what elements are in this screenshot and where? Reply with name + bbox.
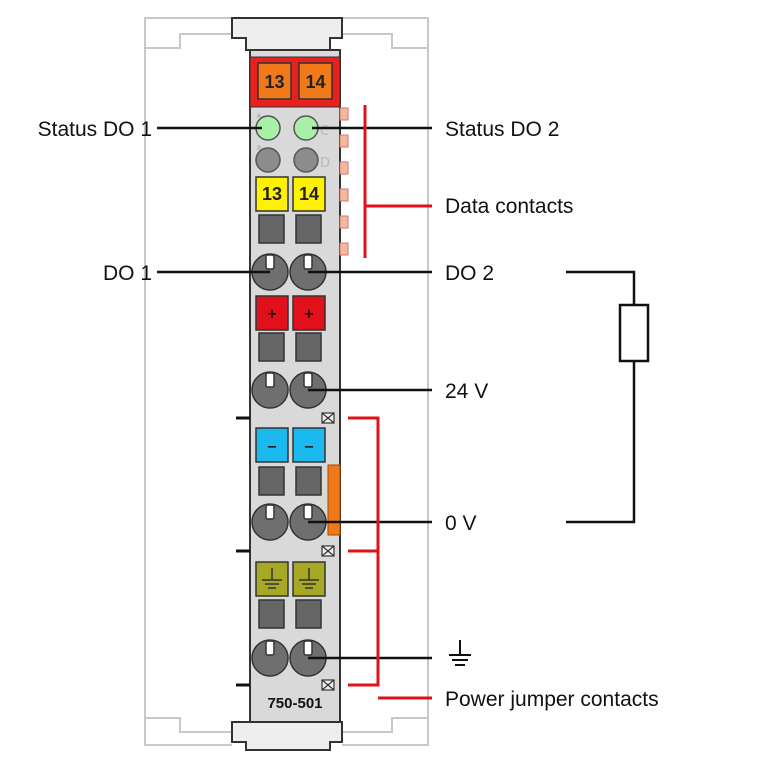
led-off-1 — [255, 147, 281, 173]
marker-13-yellow — [255, 176, 289, 212]
leader-lines — [157, 126, 432, 660]
red-brackets — [348, 105, 432, 700]
power-jumper-strip — [327, 464, 341, 536]
ground-symbol-icon — [262, 568, 319, 589]
minus-sign-2: − — [304, 440, 315, 455]
label-data-contacts: Data contacts — [445, 195, 573, 218]
terminal-14-top — [298, 62, 333, 100]
marker-minus-2 — [292, 427, 326, 463]
jumper-contact-marks — [321, 412, 335, 691]
led-letter-d: D — [320, 156, 330, 171]
marker-plus-1 — [255, 295, 289, 331]
terminal-13-top — [257, 62, 292, 100]
label-0v: 0 V — [445, 512, 477, 535]
marker-14-label: 14 — [299, 184, 319, 204]
marker-minus-1 — [255, 427, 289, 463]
label-status-do2: Status DO 2 — [445, 118, 559, 141]
label-do2: DO 2 — [445, 262, 494, 285]
load-circuit — [566, 270, 650, 524]
module-clips — [231, 17, 343, 751]
plus-sign-1: + — [267, 307, 278, 322]
clamp-openings — [251, 253, 327, 677]
clamp-slots — [265, 254, 313, 656]
model-number: 750-501 — [267, 695, 322, 712]
release-buttons — [258, 214, 322, 629]
ground-label-icon — [449, 640, 471, 666]
data-contact-pins — [339, 107, 349, 256]
left-ticks — [236, 416, 250, 687]
marker-plus-2 — [292, 295, 326, 331]
plus-sign-2: + — [304, 307, 315, 322]
led-letter-a: A — [257, 113, 262, 120]
label-status-do1: Status DO 1 — [38, 118, 152, 141]
led-letter-c: C — [320, 124, 329, 139]
minus-sign-1: − — [267, 440, 278, 455]
label-do1: DO 1 — [103, 262, 152, 285]
label-24v: 24 V — [445, 380, 488, 403]
marker-14-yellow — [292, 176, 326, 212]
led-off-2 — [293, 147, 319, 173]
led-letter-b: B — [257, 145, 261, 152]
marker-13-label: 13 — [262, 184, 282, 204]
terminal-14-top-label: 14 — [305, 72, 325, 92]
label-power-jumper: Power jumper contacts — [445, 688, 659, 711]
terminal-13-top-label: 13 — [264, 72, 284, 92]
